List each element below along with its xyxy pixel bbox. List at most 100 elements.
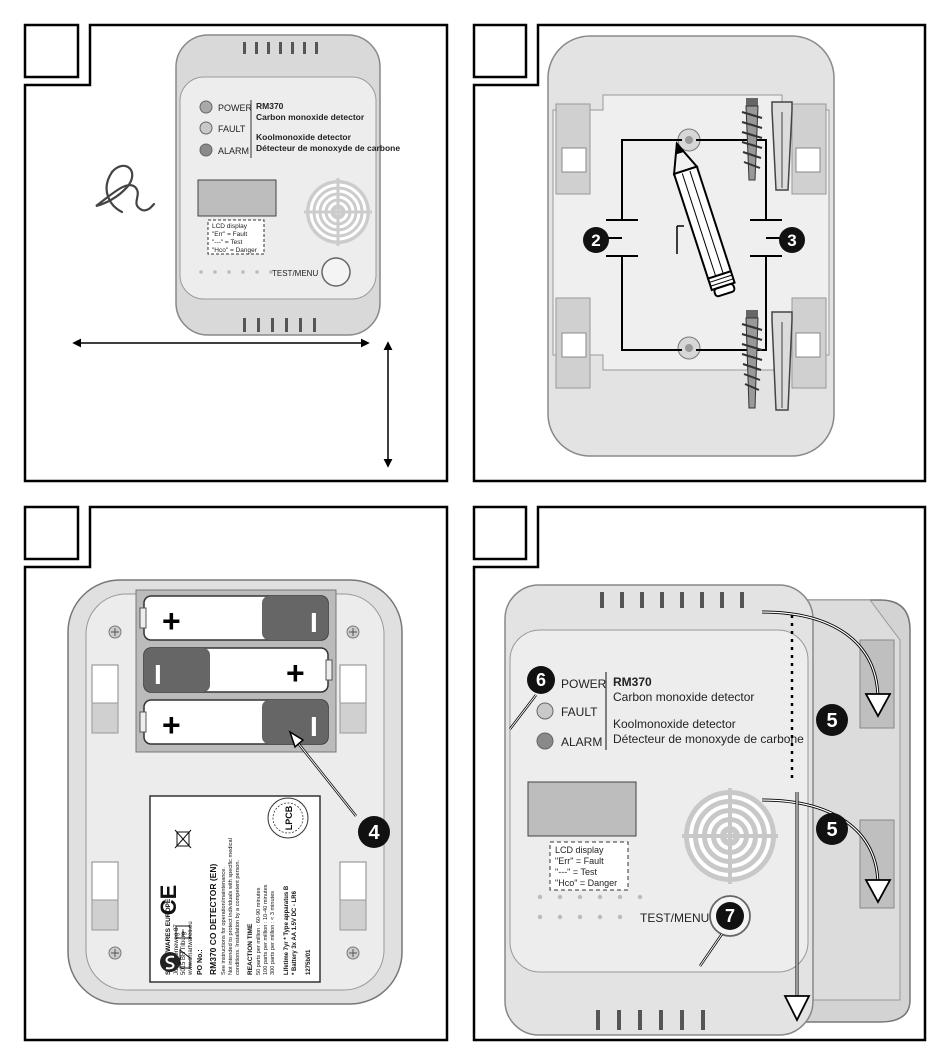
led-alarm-label: ALARM: [218, 146, 249, 156]
label-battery: * Battery 3x AA 1.5V DC - LR6: [292, 890, 298, 975]
panel-4-step-box: [472, 505, 528, 561]
svg-text:5: 5: [826, 710, 837, 732]
battery-plus-sign: +: [162, 603, 181, 639]
lcd-legend-line: LCD display: [555, 845, 604, 855]
battery-minus-sign: I: [154, 659, 162, 690]
svg-text:7: 7: [725, 906, 735, 926]
screw-head-icon: [346, 946, 360, 960]
battery-3: + I: [139, 699, 329, 745]
insert-arrow: [288, 730, 357, 817]
name-nl-label: Koolmonoxide detector: [256, 132, 352, 142]
led-alarm-label: ALARM: [561, 735, 602, 749]
label-po: PO No.:: [197, 949, 204, 975]
name-nl-label: Koolmonoxide detector: [613, 717, 736, 731]
label-reaction-row: 50 parts per million : 60-90 minutes: [256, 887, 262, 975]
lcd-legend: [207, 219, 265, 255]
detector-front-mounted: POWER FAULT ALARM RM370 Carbon monoxide …: [504, 584, 814, 1036]
svg-text:i: i: [182, 928, 185, 938]
label-brand: SMARTWARES EUROPE: [165, 898, 172, 975]
label-address: Jules Verneweg 87: [174, 924, 180, 975]
lcd-legend-line: "Hco" = Danger: [555, 878, 617, 888]
battery-minus-sign: I: [310, 711, 318, 742]
callout-7: 7: [698, 902, 744, 967]
screw-head-icon: [108, 946, 122, 960]
panel-3-step-box: [23, 505, 80, 561]
label-title: RM370 CO DETECTOR (EN): [208, 864, 218, 975]
panel-2-mounting-template: 2 3: [472, 23, 927, 483]
test-menu-label: TEST/MENU: [272, 269, 318, 278]
callout-5: 5: [816, 704, 848, 736]
product-label: SMARTWARES EUROPE Jules Verneweg 87 5015…: [149, 795, 321, 983]
svg-text:6: 6: [536, 670, 546, 690]
screw-icon: [741, 310, 763, 409]
lcd-legend-line: "Hco" = Danger: [212, 247, 258, 254]
house-icon: [179, 948, 191, 969]
callout-3: 3: [779, 227, 805, 253]
slide-arrow-top: [761, 610, 892, 718]
callout-4: 4: [358, 816, 390, 848]
svg-text:LPCB: LPCB: [284, 805, 294, 830]
lcd-legend-line: "---" = Test: [555, 867, 597, 877]
battery-plus-sign: +: [162, 707, 181, 743]
screw-hole-icon: [677, 336, 701, 360]
led-alarm-icon: [536, 732, 554, 750]
manual-icon: i: [175, 925, 191, 939]
ce-mark-icon: CE: [156, 885, 181, 916]
speaker-grille-icon: [304, 178, 372, 246]
label-line: See instructions for operation/maintenan…: [221, 867, 227, 975]
lcd-legend-line: "---" = Test: [212, 239, 243, 246]
lcd-legend-line: "Err" = Fault: [212, 231, 247, 238]
brand-logo-icon: [160, 952, 180, 972]
slide-down-arrow: [783, 792, 811, 1023]
led-power-label: POWER: [561, 677, 607, 691]
model-label: RM370: [613, 675, 652, 689]
signature-icon: [95, 164, 156, 214]
led-fault-icon: [199, 121, 213, 135]
battery-minus-sign: I: [310, 607, 318, 638]
name-fr-label: Détecteur de monoxyde de carbone: [256, 143, 400, 153]
svg-text:2: 2: [591, 231, 600, 250]
screw-head-icon: [346, 625, 360, 639]
svg-text:4: 4: [368, 822, 380, 844]
lpcb-seal-icon: LPCB: [267, 797, 309, 839]
label-website: www.smartwares.eu: [188, 921, 194, 976]
panel-3-battery-insertion: + I I + + I SMARTWARES EUROPE: [23, 505, 449, 1042]
label-reaction-title: REACTION TIME: [247, 923, 254, 975]
label-battery: Lifetime 7yr * Type apparatus B: [284, 885, 290, 975]
lcd-legend: [549, 841, 629, 891]
battery-2: I +: [143, 647, 333, 693]
model-label: RM370: [256, 101, 284, 111]
label-line: conditions. Installation by a competent …: [235, 860, 241, 975]
name-en-label: Carbon monoxide detector: [256, 112, 365, 122]
lcd-display: [527, 781, 637, 837]
led-fault-label: FAULT: [218, 124, 246, 134]
label-reaction-row: 100 parts per million : 10-40 minutes: [263, 884, 269, 975]
battery-plus-sign: +: [286, 655, 305, 691]
panel-1-front-view: POWER FAULT ALARM RM370 Carbon monoxide …: [23, 23, 449, 483]
led-fault-label: FAULT: [561, 705, 598, 719]
pencil-icon: [672, 141, 736, 298]
lcd-display: [197, 179, 277, 217]
screw-icon: [741, 98, 763, 181]
panel-2-step-box: [472, 23, 528, 79]
led-fault-icon: [536, 702, 554, 720]
wall-plug-icon: [771, 311, 793, 411]
test-menu-button[interactable]: [321, 257, 351, 287]
svg-text:3: 3: [787, 231, 796, 250]
name-fr-label: Détecteur de monoxyde de carbone: [613, 732, 804, 746]
weee-bin-icon: [174, 829, 192, 849]
label-reaction-row: 300 parts per million : < 3 minutes: [270, 891, 276, 975]
name-en-label: Carbon monoxide detector: [613, 690, 754, 704]
callout-2: 2: [583, 227, 609, 253]
panel-4-mount-and-test: POWER FAULT ALARM RM370 Carbon monoxide …: [472, 505, 927, 1042]
panel-1-step-box: [23, 23, 80, 79]
led-power-icon: [199, 100, 213, 114]
lcd-legend-line: "Err" = Fault: [555, 856, 604, 866]
battery-1: + I: [139, 595, 329, 641]
callout-5: 5: [816, 813, 848, 845]
test-menu-label: TEST/MENU: [640, 911, 709, 925]
speaker-grille-icon: [682, 788, 778, 884]
led-alarm-icon: [199, 143, 213, 157]
svg-text:5: 5: [826, 819, 837, 841]
